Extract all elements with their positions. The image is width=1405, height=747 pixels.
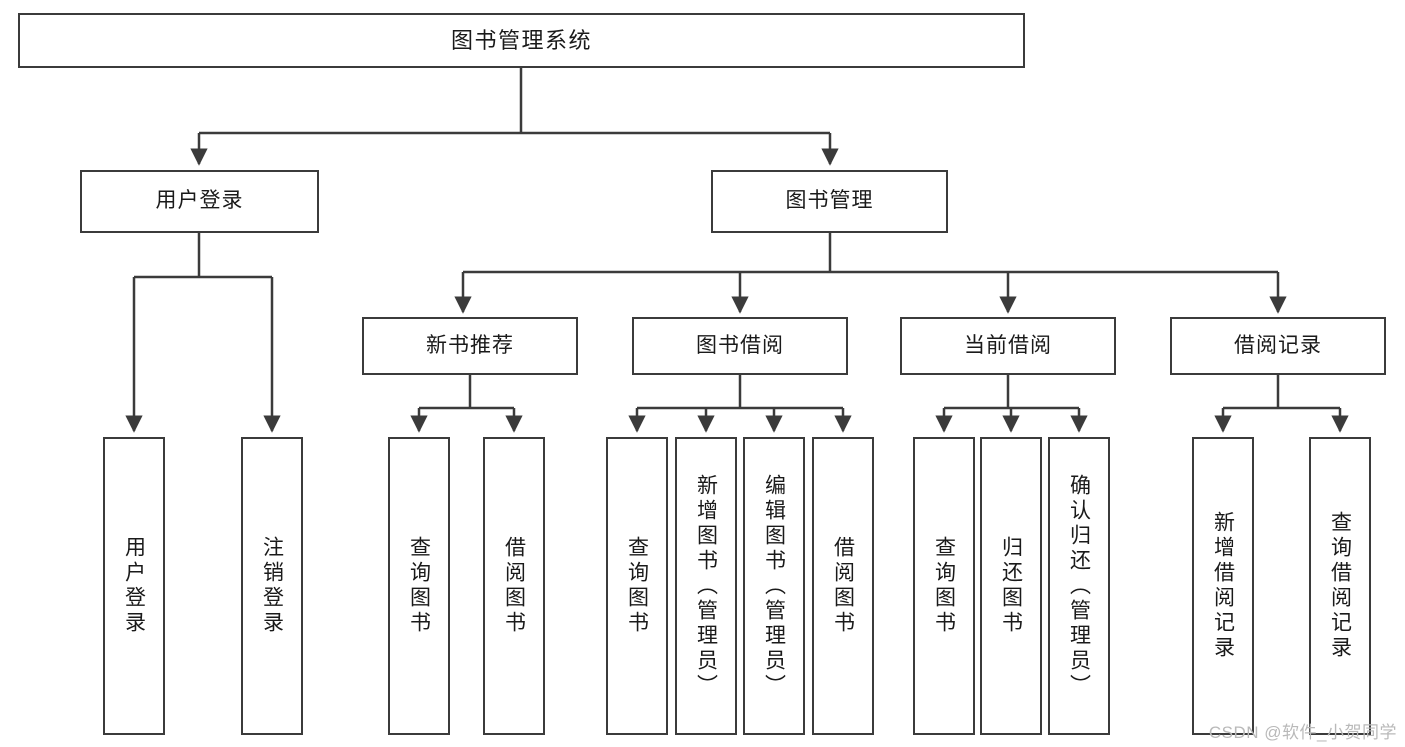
node-leaf-confirm-return-label: 确认归还（管理员） [1067, 473, 1091, 699]
node-user-login[interactable]: 用户登录 [80, 170, 319, 233]
node-new-book-recommend[interactable]: 新书推荐 [362, 317, 578, 375]
node-leaf-query-book-3[interactable]: 查询图书 [913, 437, 975, 735]
node-leaf-logout-login[interactable]: 注销登录 [241, 437, 303, 735]
node-book-borrow[interactable]: 图书借阅 [632, 317, 848, 375]
node-leaf-return-book-label: 归还图书 [999, 536, 1023, 636]
node-leaf-query-book-2[interactable]: 查询图书 [606, 437, 668, 735]
node-leaf-add-record-label: 新增借阅记录 [1211, 511, 1235, 661]
node-leaf-edit-book[interactable]: 编辑图书（管理员） [743, 437, 805, 735]
node-leaf-query-book-1[interactable]: 查询图书 [388, 437, 450, 735]
node-leaf-query-record-label: 查询借阅记录 [1328, 511, 1352, 661]
node-root-system-label: 图书管理系统 [450, 27, 592, 53]
node-borrow-record-label: 借阅记录 [1234, 333, 1322, 357]
node-leaf-add-book[interactable]: 新增图书（管理员） [675, 437, 737, 735]
node-leaf-edit-book-label: 编辑图书（管理员） [762, 473, 786, 699]
node-leaf-borrow-book-1[interactable]: 借阅图书 [483, 437, 545, 735]
node-book-borrow-label: 图书借阅 [696, 333, 784, 357]
node-book-management[interactable]: 图书管理 [711, 170, 948, 233]
node-leaf-user-login[interactable]: 用户登录 [103, 437, 165, 735]
node-leaf-borrow-book-2-label: 借阅图书 [831, 536, 855, 636]
node-book-management-label: 图书管理 [785, 189, 874, 213]
node-leaf-logout-login-label: 注销登录 [260, 536, 284, 636]
node-leaf-add-book-label: 新增图书（管理员） [694, 473, 718, 699]
node-leaf-return-book[interactable]: 归还图书 [980, 437, 1042, 735]
node-current-borrow[interactable]: 当前借阅 [900, 317, 1116, 375]
node-leaf-query-book-3-label: 查询图书 [932, 536, 956, 636]
node-current-borrow-label: 当前借阅 [964, 333, 1052, 357]
node-leaf-borrow-book-2[interactable]: 借阅图书 [812, 437, 874, 735]
node-leaf-add-record[interactable]: 新增借阅记录 [1192, 437, 1254, 735]
node-leaf-borrow-book-1-label: 借阅图书 [502, 536, 526, 636]
node-borrow-record[interactable]: 借阅记录 [1170, 317, 1386, 375]
node-leaf-confirm-return[interactable]: 确认归还（管理员） [1048, 437, 1110, 735]
node-leaf-user-login-label: 用户登录 [122, 536, 146, 636]
node-root-system[interactable]: 图书管理系统 [18, 13, 1025, 68]
node-leaf-query-record[interactable]: 查询借阅记录 [1309, 437, 1371, 735]
node-user-login-label: 用户登录 [155, 189, 244, 213]
node-leaf-query-book-1-label: 查询图书 [407, 536, 431, 636]
node-new-book-recommend-label: 新书推荐 [426, 333, 514, 357]
watermark-text: CSDN @软件_小贺同学 [1208, 723, 1397, 742]
node-leaf-query-book-2-label: 查询图书 [625, 536, 649, 636]
